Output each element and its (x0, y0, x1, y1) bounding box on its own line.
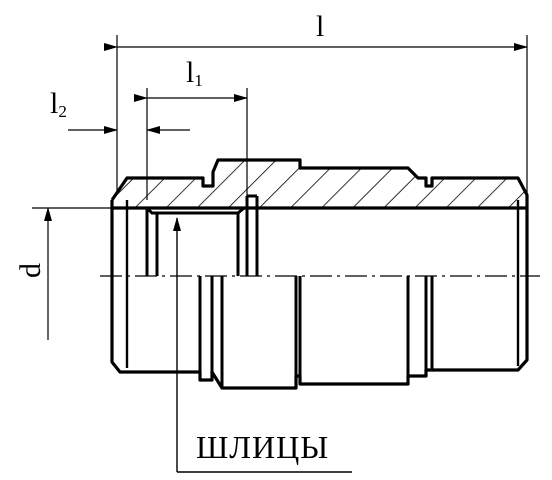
outline-bottom (198, 208, 529, 390)
outline-top (110, 158, 529, 208)
overall-length-label: l (316, 10, 324, 43)
diameter-label: d (14, 263, 47, 278)
length-1-label: l1 (186, 56, 203, 90)
dimension-overall-length: l (104, 10, 528, 195)
outline-left-end (110, 200, 200, 374)
slot-outline (145, 206, 245, 276)
bore-slot (145, 194, 259, 276)
dimension-length-2: l2 (50, 87, 190, 134)
spline-callout: ШЛИЦЫ (173, 217, 352, 473)
dimension-diameter: d (14, 207, 112, 340)
callout-label: ШЛИЦЫ (196, 429, 329, 465)
section-hatch-fill (112, 160, 527, 208)
length-2-label: l2 (50, 87, 67, 121)
lower-grooves (198, 276, 434, 388)
